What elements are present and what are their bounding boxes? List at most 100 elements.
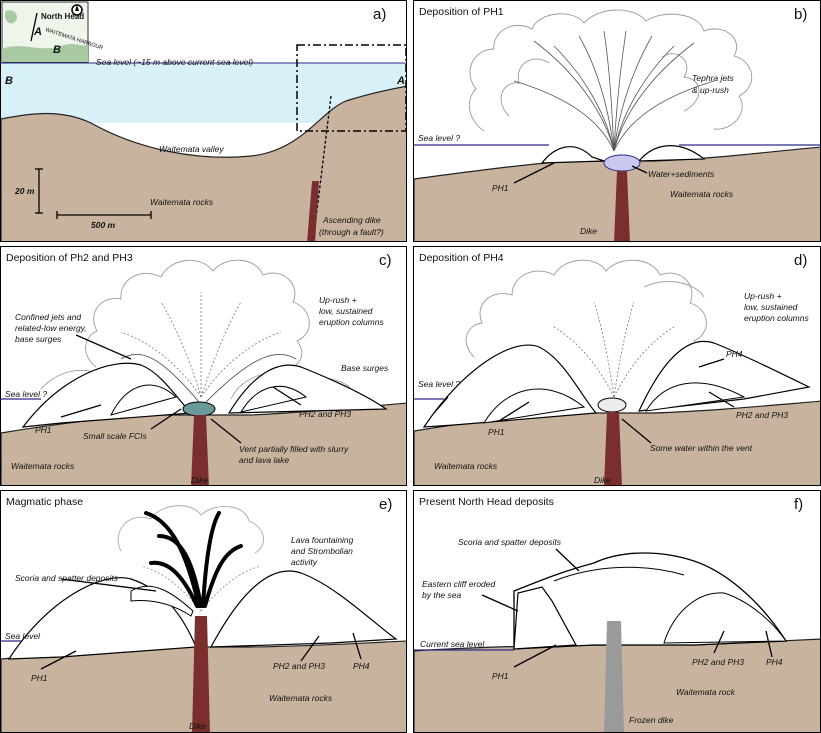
panel-b: Deposition of PH1 b) Tephra jets & up-ru… (413, 0, 821, 242)
dike (614, 171, 630, 241)
panel-c: Deposition of Ph2 and PH3 c) Up-rush + l… (0, 246, 407, 486)
panel-a: North Head A B WAITEMATA HARBOUR a) Sea … (0, 0, 407, 242)
frozen-dike (604, 621, 624, 732)
vent-label-1: Vent partially filled with slurry (239, 444, 349, 454)
valley-label: Waitemata valley (159, 144, 224, 154)
eruption-cloud (117, 505, 264, 554)
uprush-label-1: Up-rush + (744, 291, 782, 301)
lava-label-3: activity (291, 557, 318, 567)
rocks-label: Waitemata rocks (11, 461, 75, 471)
panel-letter: d) (794, 252, 807, 269)
vent-label-2: and lava lake (239, 455, 289, 465)
vertical-scale-label: 20 m (14, 186, 35, 196)
scale-bars (35, 168, 152, 219)
lava-label-1: Lava fountaining (291, 535, 354, 545)
ph1-tuff-ring-right (637, 145, 706, 162)
dike (192, 616, 210, 732)
sea-level-label: Sea level ? (418, 379, 460, 389)
panel-letter: e) (379, 496, 392, 513)
rocks-label: Waitemata rocks (150, 197, 214, 207)
map-point-b: B (53, 44, 61, 56)
ph1-ph3-right (645, 382, 746, 412)
surges-label: Base surges (341, 363, 389, 373)
uprush-label-2: low, sustained (744, 302, 798, 312)
confined-jets (120, 292, 282, 398)
rocks-label: Waitemata rocks (269, 693, 333, 703)
jets-label-2: & up-rush (692, 85, 729, 95)
map-point-a: A (33, 26, 42, 38)
rocks-label: Waitemata rocks (670, 189, 734, 199)
panel-title: Deposition of PH4 (419, 252, 504, 264)
sea-level-label: Sea level (~15 m above current sea level… (96, 57, 253, 67)
dike-label: Dike (580, 226, 597, 236)
panel-title: Present North Head deposits (419, 496, 554, 508)
ph4-label: PH4 (766, 657, 783, 667)
panel-d-drawing: Deposition of PH4 d) Up-rush + low, sust… (414, 252, 820, 485)
ph23-label: PH2 and PH3 (299, 409, 351, 419)
left-tuff-ring (7, 577, 197, 660)
scoria-label: Scoria and spatter deposits (458, 537, 562, 547)
panel-a-drawing: North Head A B WAITEMATA HARBOUR a) Sea … (1, 1, 406, 241)
tephra-jets (513, 30, 715, 152)
ph1-label: PH1 (35, 425, 52, 435)
panel-e: Magmatic phase e) Lava fountaining and S… (0, 490, 407, 733)
eruption-cloud (468, 9, 753, 132)
dike-label: Dike (189, 721, 206, 731)
section-end-b: B (5, 75, 13, 87)
ph1-label: PH1 (31, 673, 48, 683)
map-inset: North Head A B WAITEMATA HARBOUR (1, 1, 104, 63)
vent (597, 397, 627, 413)
lava-fountains (144, 511, 243, 608)
vent (182, 401, 216, 417)
dike-label: Frozen dike (629, 715, 674, 725)
jets-label-1: Confined jets and (15, 312, 81, 322)
panel-letter: f) (794, 496, 803, 513)
jets-arrow (75, 334, 132, 360)
uprush-label-3: eruption columns (744, 313, 809, 323)
jets-label-3: base surges (15, 334, 62, 344)
panel-d: Deposition of PH4 d) Up-rush + low, sust… (413, 246, 821, 486)
map-place: North Head (41, 12, 84, 21)
sea-level-label: Sea level ? (5, 389, 47, 399)
ground (1, 85, 406, 241)
ph1-label: PH1 (492, 183, 509, 193)
panel-letter: b) (794, 6, 807, 23)
ph1-label: PH1 (488, 427, 505, 437)
panel-letter: c) (379, 252, 392, 269)
fci-label: Small scale FCIs (83, 431, 148, 441)
lava-label-2: and Strombolian (291, 546, 353, 556)
scoria-arrow (60, 578, 157, 592)
eroded-cliff (513, 586, 577, 650)
panel-b-drawing: Deposition of PH1 b) Tephra jets & up-ru… (414, 6, 820, 241)
scoria-deposit (130, 585, 194, 617)
sea-level-label: Current sea level (420, 639, 485, 649)
scoria-label: Scoria and spatter deposits (15, 573, 119, 583)
dike-label: Dike (594, 475, 611, 485)
section-end-a: A (396, 75, 405, 87)
dike (307, 181, 319, 241)
right-tuff-ring (209, 570, 398, 648)
map-section-line (30, 12, 38, 42)
water-label: Some water within the vent (650, 443, 753, 453)
base-surges (120, 353, 297, 403)
ph2-ph4-right (663, 592, 787, 644)
ph4-label: PH4 (353, 661, 370, 671)
panel-c-drawing: Deposition of Ph2 and PH3 c) Up-rush + l… (1, 252, 406, 485)
dike-label-2: (through a fault?) (319, 227, 384, 237)
uprush-label-2: low, sustained (319, 306, 373, 316)
panel-f: Present North Head deposits f) Scoria an… (413, 490, 821, 733)
panel-f-drawing: Present North Head deposits f) Scoria an… (414, 496, 820, 732)
panel-title: Deposition of Ph2 and PH3 (6, 252, 133, 264)
eruption-cloud (465, 259, 707, 368)
scoria-layer (553, 566, 685, 582)
eruption-columns (553, 301, 675, 398)
ph23-label: PH2 and PH3 (692, 657, 744, 667)
jets-label-1: Tephra jets (692, 73, 734, 83)
ph2-ph3-left-deposit (21, 362, 193, 428)
ph23-label: PH2 and PH3 (273, 661, 325, 671)
dike (191, 415, 209, 485)
sea-level-label: Sea level (5, 631, 41, 641)
ph1-left (110, 384, 178, 416)
cliff-label-2: by the sea (422, 590, 461, 600)
ph1-arrow (513, 162, 555, 184)
